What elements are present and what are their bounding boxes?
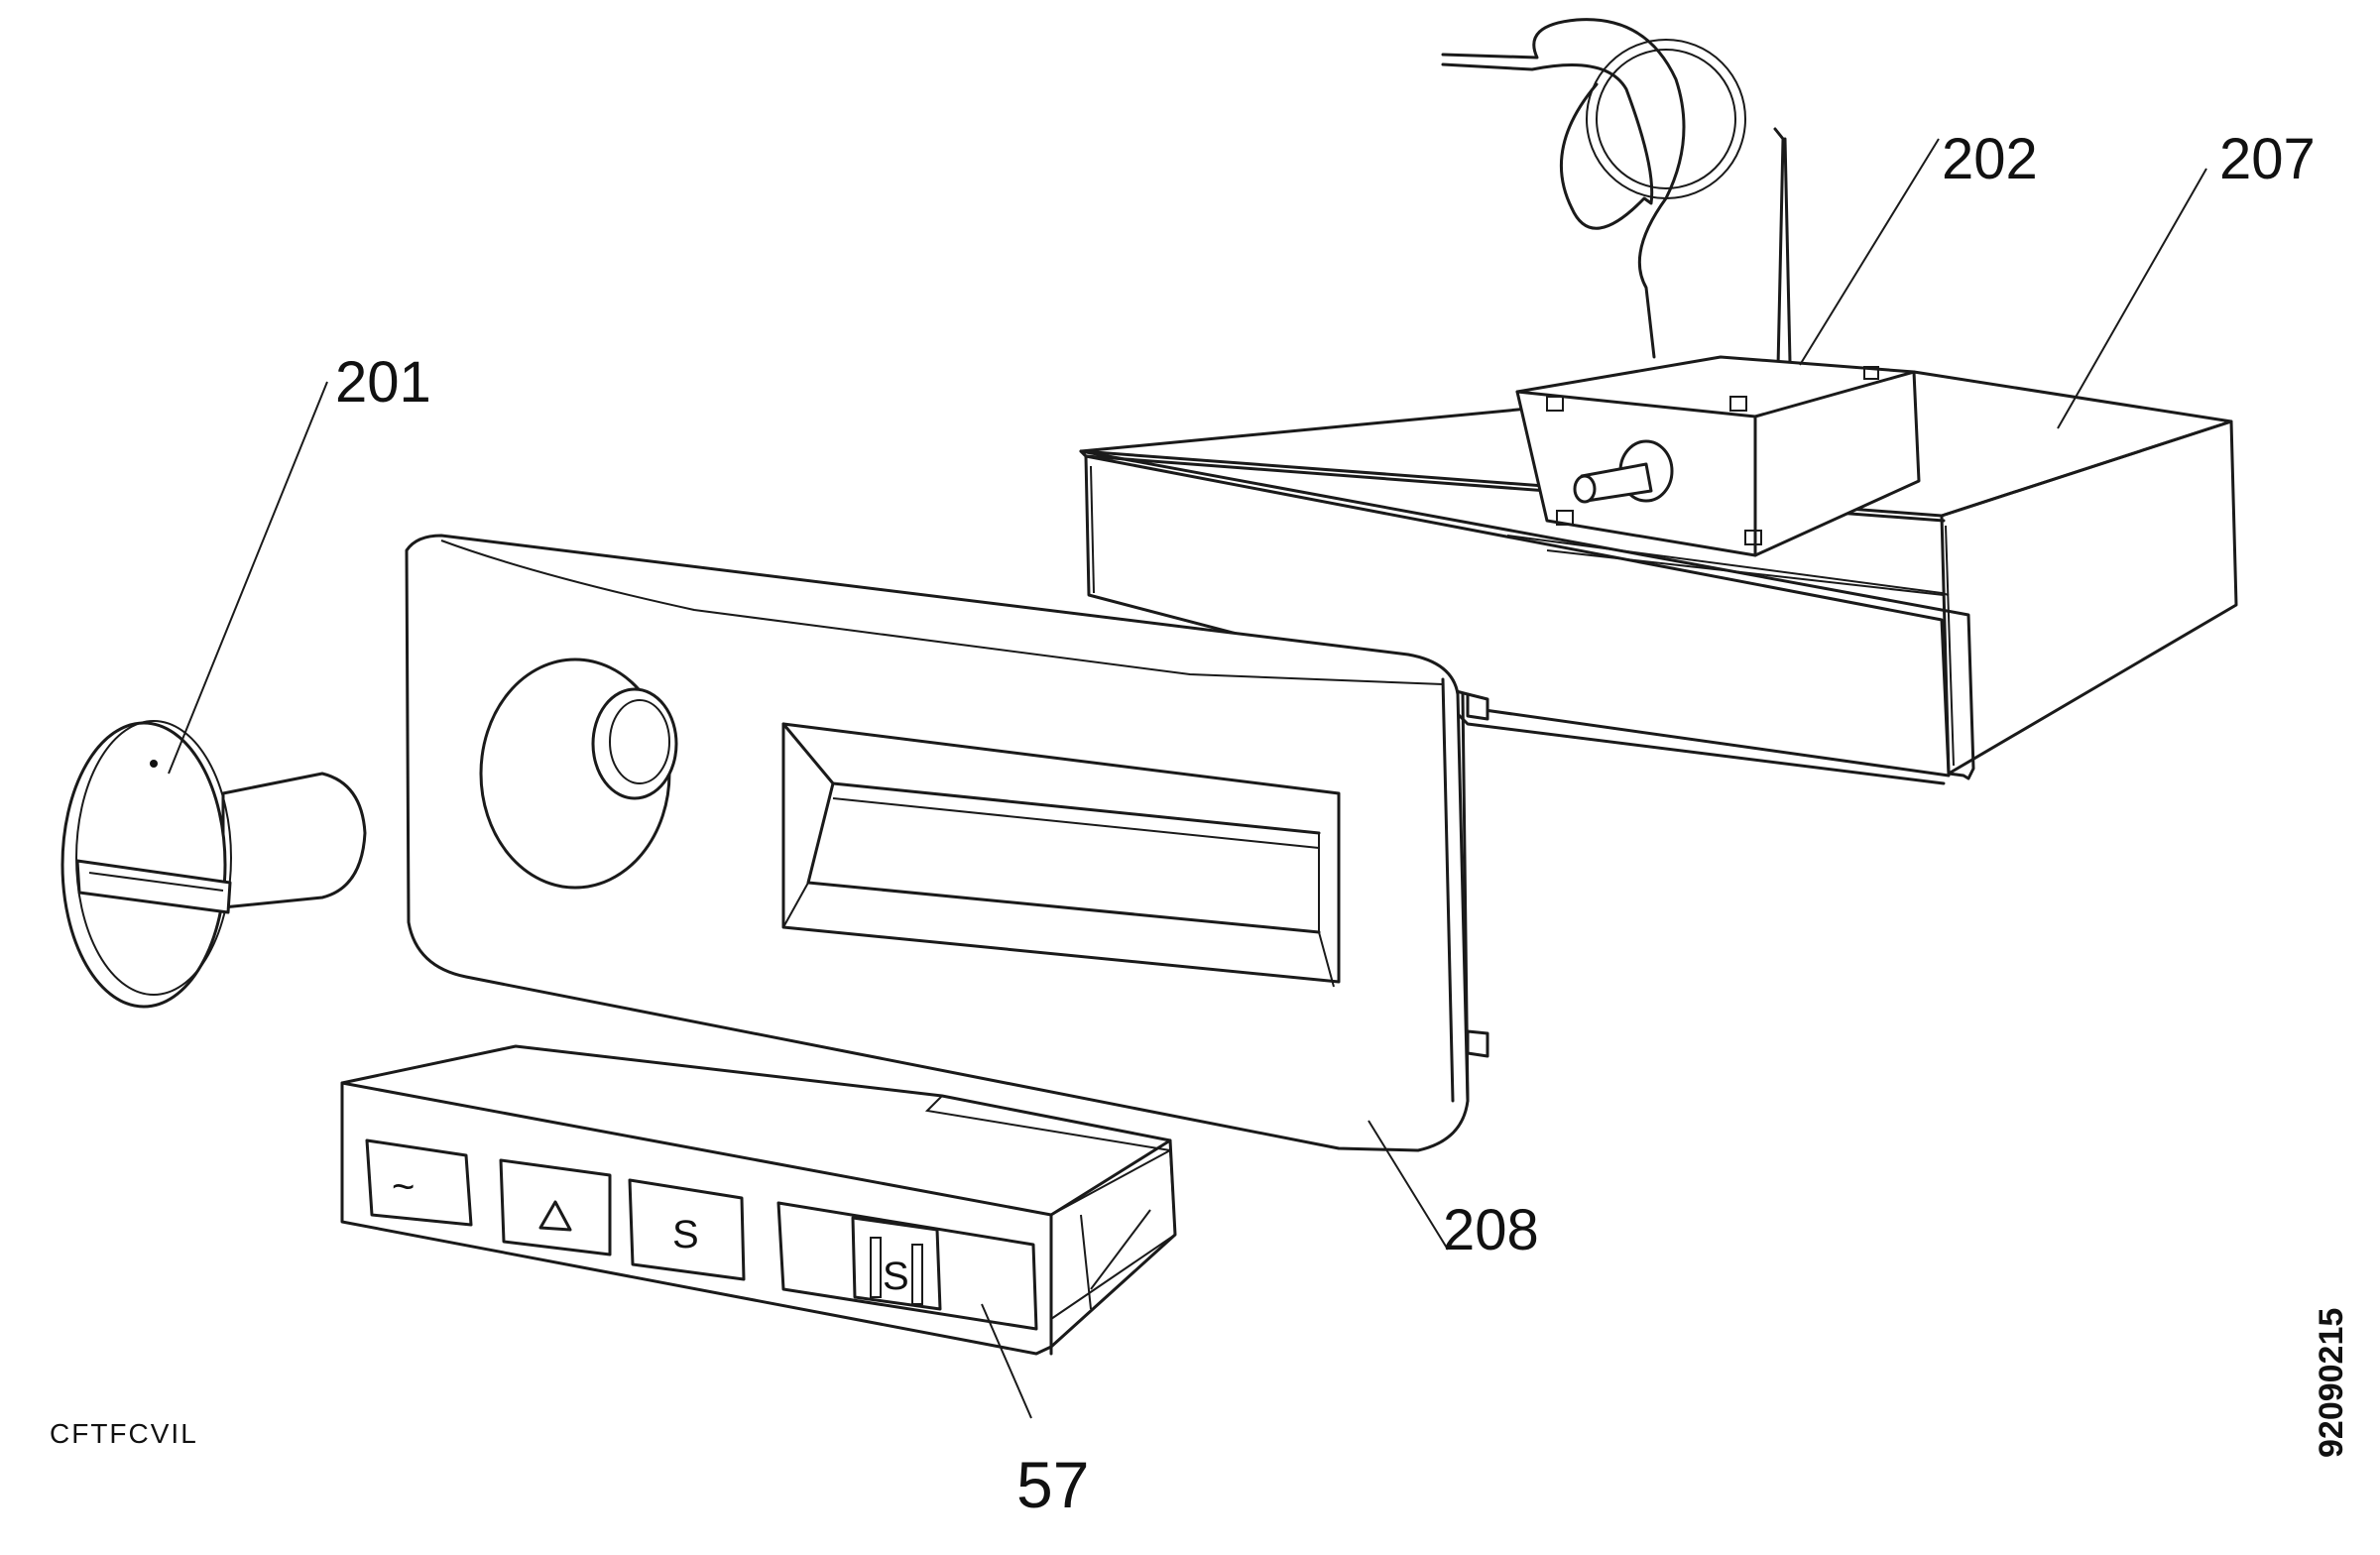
button-1-glyph: ~	[392, 1165, 415, 1209]
callout-208: 208	[1443, 1198, 1539, 1262]
switch-202	[1441, 18, 1921, 557]
drawing-code: CFTFCVIL	[50, 1418, 198, 1449]
callout-57: 57	[1016, 1448, 1089, 1521]
knob-201	[60, 720, 367, 1009]
callout-207: 207	[2219, 127, 2316, 191]
button-4-glyph: S	[883, 1255, 909, 1298]
bezel-208	[405, 534, 1489, 1152]
callout-202: 202	[1942, 127, 2038, 191]
control-panel-57: ~ S S	[340, 1044, 1177, 1356]
button-3-glyph: S	[672, 1213, 699, 1256]
leader-lines	[168, 138, 2207, 1419]
document-number: 92090215	[2313, 1308, 2350, 1458]
callout-201: 201	[335, 350, 431, 415]
